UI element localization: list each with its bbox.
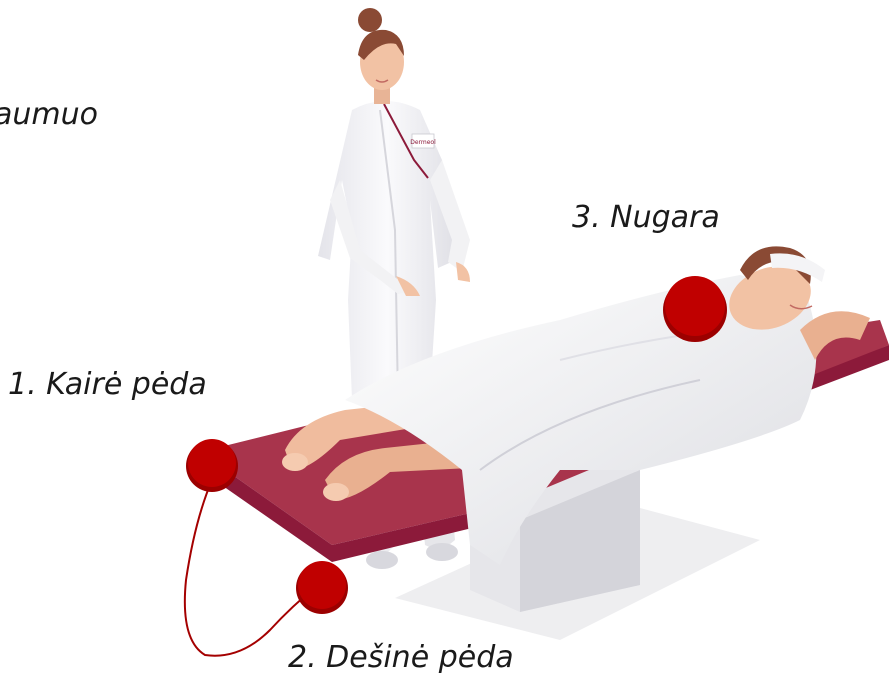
marker-right-foot: [296, 561, 348, 614]
label-clipped-heading: aumuo: [0, 100, 98, 130]
label-left-foot: 1. Kairė pėda: [8, 370, 207, 400]
label-back: 3. Nugara: [572, 203, 720, 233]
coat-badge: Dermeol: [410, 139, 436, 146]
label-right-foot: 2. Dešinė pėda: [288, 643, 514, 673]
